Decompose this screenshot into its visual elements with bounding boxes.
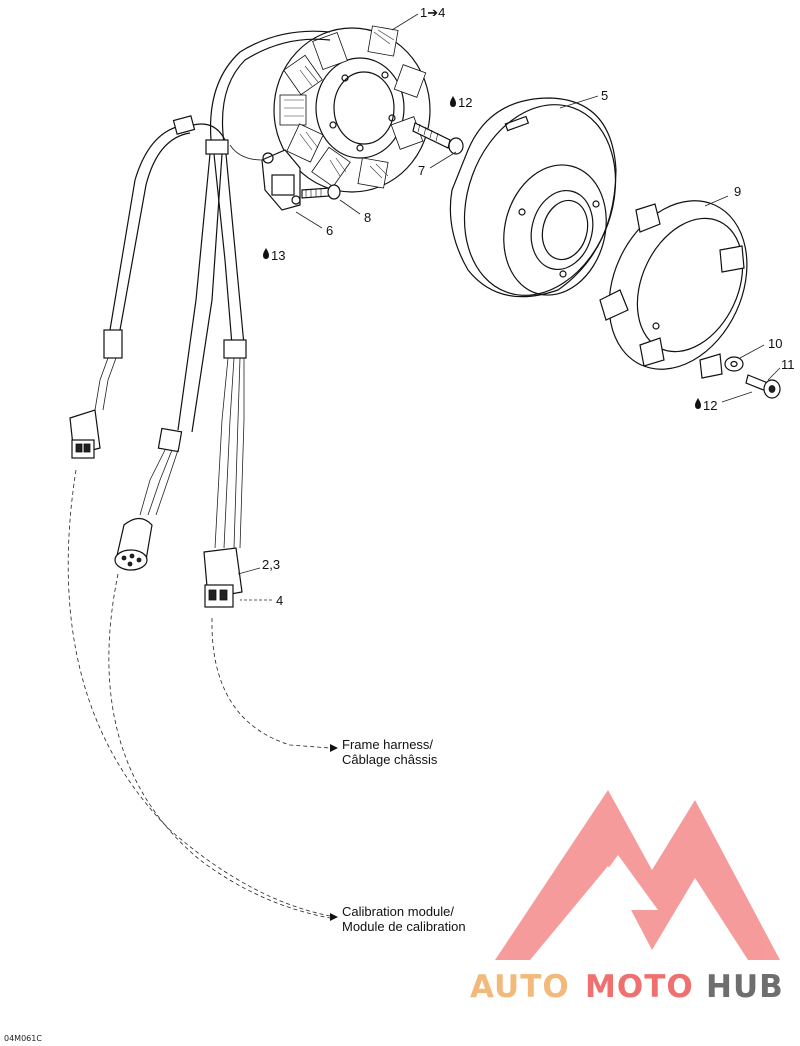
trigger-wheel-9 [599, 200, 748, 379]
routing-curves [67, 469, 331, 919]
leader-lines [237, 13, 781, 601]
loctite-drop-icon [695, 398, 701, 409]
caption-calibration-module: Calibration module/ [342, 904, 454, 919]
callout-12-top: 12 [458, 95, 472, 110]
watermark-logo [495, 790, 780, 960]
screw-11 [745, 374, 781, 399]
connector-a [69, 409, 101, 459]
callout-1-4: 1➔4 [420, 5, 445, 20]
rotor-5 [449, 97, 617, 298]
callout-8: 8 [364, 210, 371, 225]
callout-12-bottom: 12 [703, 398, 717, 413]
diagram-code: 04M061C [4, 1034, 42, 1043]
caption-frame-harness: Frame harness/ [342, 737, 433, 752]
callouts: 1➔4 5 7 8 6 9 10 11 2,3 4 12 13 12 [262, 5, 795, 608]
connector-b [114, 517, 153, 571]
screw-8 [301, 184, 341, 200]
callout-5: 5 [601, 88, 608, 103]
connector-c [203, 547, 243, 608]
callout-13: 13 [271, 248, 285, 263]
wiring-harness [94, 30, 331, 549]
callout-10: 10 [768, 336, 782, 351]
watermark-brand: AUTO MOTO HUB [470, 969, 784, 1005]
caption-calibration-module-fr: Module de calibration [342, 919, 466, 934]
callout-11: 11 [781, 357, 795, 372]
stator [273, 25, 431, 193]
captions: Frame harness/ Câblage châssis Calibrati… [342, 737, 466, 934]
callout-6: 6 [326, 223, 333, 238]
washer-10 [724, 356, 744, 372]
routing-arrowheads [330, 744, 338, 921]
callout-4: 4 [276, 593, 283, 608]
watermark-word-moto: MOTO [585, 969, 694, 1005]
loctite-drop-icon [450, 96, 456, 107]
watermark-word-hub: HUB [706, 969, 784, 1005]
callout-7: 7 [418, 163, 425, 178]
callout-2-3: 2,3 [262, 557, 280, 572]
loctite-drop-icon [263, 248, 269, 259]
screw-7 [412, 122, 464, 155]
callout-9: 9 [734, 184, 741, 199]
watermark-word-auto: AUTO [470, 969, 570, 1005]
sensor-6 [261, 149, 301, 211]
caption-frame-harness-fr: Câblage châssis [342, 752, 438, 767]
